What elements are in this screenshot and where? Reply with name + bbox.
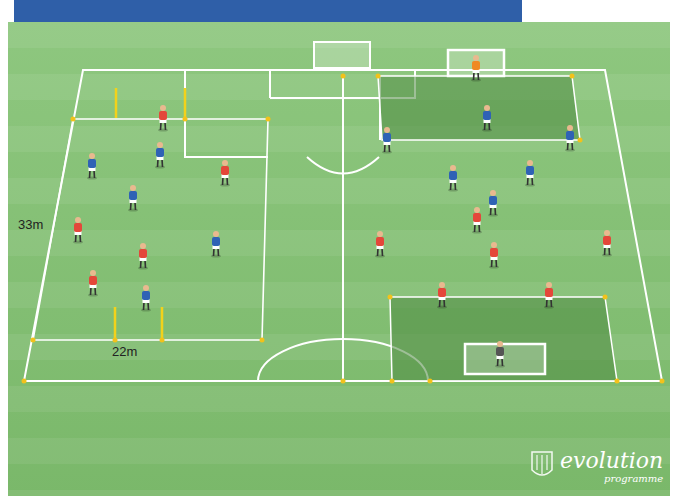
player xyxy=(482,105,492,132)
grid-zone xyxy=(33,119,268,340)
pitch-lines xyxy=(24,70,662,381)
grass-stripe xyxy=(8,230,670,256)
player xyxy=(488,190,498,217)
player xyxy=(472,207,482,234)
player xyxy=(495,341,505,368)
players xyxy=(73,55,612,368)
grass-stripes xyxy=(8,22,670,502)
player xyxy=(544,282,554,309)
grass-stripe xyxy=(8,386,670,412)
grass xyxy=(8,22,670,496)
player xyxy=(471,55,481,82)
player xyxy=(155,142,165,169)
player xyxy=(88,270,98,297)
player xyxy=(382,127,392,154)
player xyxy=(128,185,138,212)
player xyxy=(220,160,230,187)
player xyxy=(211,231,221,258)
watermark: programme xyxy=(604,474,663,484)
player xyxy=(437,282,447,309)
player xyxy=(565,125,575,152)
grass-stripe xyxy=(8,178,670,204)
shaded-zone xyxy=(378,76,580,140)
watermark: evolution xyxy=(560,450,663,472)
markers xyxy=(22,74,665,384)
player xyxy=(525,160,535,187)
shaded-zone xyxy=(390,297,617,381)
dimension-label: 22m xyxy=(112,345,137,358)
player xyxy=(489,242,499,269)
poles xyxy=(115,88,185,338)
player xyxy=(375,231,385,258)
player xyxy=(73,217,83,244)
goal xyxy=(314,42,545,374)
player xyxy=(141,285,151,312)
player xyxy=(87,153,97,180)
grass-stripe xyxy=(8,490,670,502)
player xyxy=(602,230,612,257)
player xyxy=(448,165,458,192)
player xyxy=(158,105,168,132)
grass-stripe xyxy=(8,126,670,152)
dimension-label: 33m xyxy=(18,218,43,231)
logo-shield xyxy=(532,452,552,475)
player xyxy=(138,243,148,270)
